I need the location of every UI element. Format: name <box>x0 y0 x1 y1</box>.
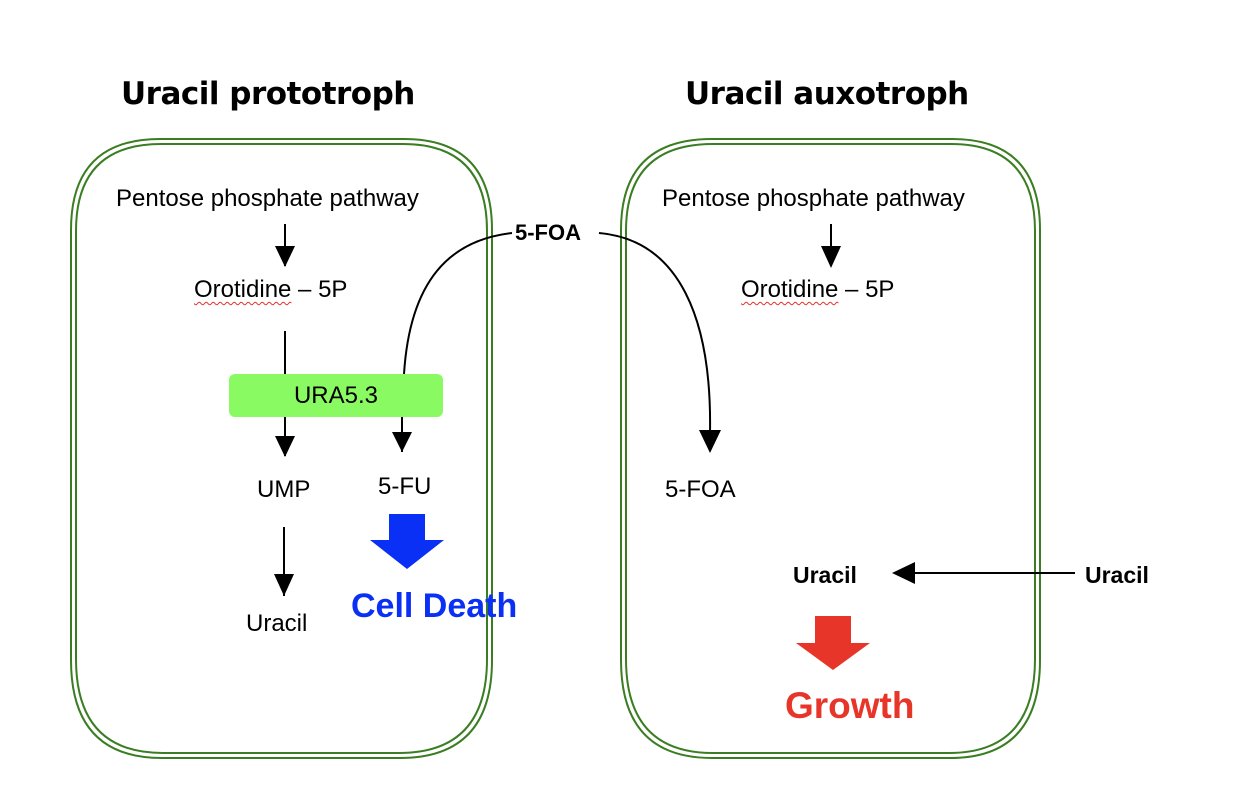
arrowhead <box>392 432 412 452</box>
left-orotidine-label: Orotidine – 5P <box>194 276 347 304</box>
enzyme-label: URA5.3 <box>293 381 379 409</box>
arrowhead <box>699 430 721 453</box>
right-cell-border <box>620 138 1041 759</box>
left-cell-border <box>70 138 493 759</box>
left-uracil-label: Uracil <box>246 610 308 637</box>
arrowhead <box>275 436 295 457</box>
left-pathway-label: Pentose phosphate pathway <box>116 185 419 212</box>
orotidine-word: Orotidine <box>194 276 292 303</box>
orotidine-word: Orotidine <box>741 276 839 303</box>
orotidine-suffix: – 5P <box>838 276 895 303</box>
cell-death-arrow-icon <box>370 514 444 569</box>
ump-label: UMP <box>257 476 311 503</box>
curve-5foa-to-enzyme <box>403 232 513 375</box>
orotidine-suffix: – 5P <box>291 276 348 303</box>
5fu-label: 5-FU <box>378 473 432 500</box>
arrowhead <box>821 246 841 268</box>
growth-label: Growth <box>785 685 915 726</box>
curve-5foa-to-right-cell <box>598 232 712 434</box>
uracil-outside-label: Uracil <box>1085 562 1149 588</box>
right-pathway-label: Pentose phosphate pathway <box>662 185 965 212</box>
external-5foa-label: 5-FOA <box>515 220 581 245</box>
right-cell-title: Uracil auxotroph <box>685 76 969 112</box>
cell-death-label: Cell Death <box>351 587 518 625</box>
left-cell-title: Uracil prototroph <box>121 76 415 112</box>
arrowhead <box>274 574 294 596</box>
enzyme-ura53-box: URA5.3 <box>229 374 443 417</box>
arrowhead <box>892 562 915 584</box>
growth-arrow-icon <box>796 616 870 670</box>
arrowhead <box>275 246 295 267</box>
right-5foa-label: 5-FOA <box>665 476 736 503</box>
right-uracil-inside-label: Uracil <box>793 562 857 588</box>
right-orotidine-label: Orotidine – 5P <box>741 276 894 304</box>
